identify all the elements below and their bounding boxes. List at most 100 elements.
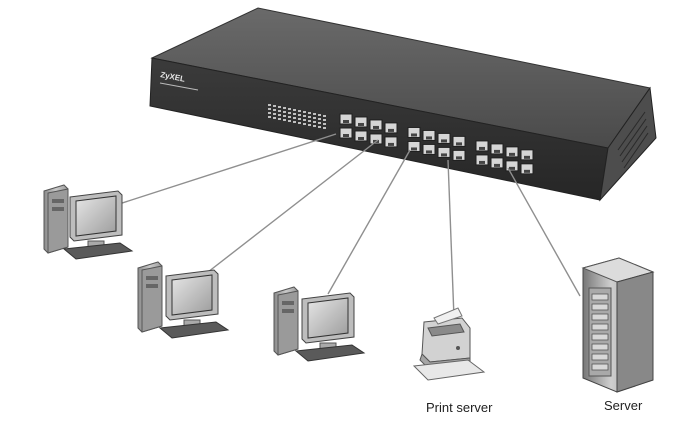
status-led	[293, 121, 296, 123]
cable-pc-3	[327, 149, 411, 295]
network-cables	[115, 133, 581, 319]
status-led	[283, 107, 286, 109]
drive-bay	[591, 313, 609, 321]
ethernet-port-latch	[524, 155, 530, 159]
drive-bay	[591, 353, 609, 361]
ethernet-port	[437, 146, 451, 158]
switch-port-panel	[339, 113, 534, 175]
drive-bay	[591, 293, 609, 301]
ethernet-port-latch	[494, 163, 500, 167]
ethernet-port	[407, 126, 421, 138]
status-led	[273, 109, 276, 111]
ethernet-port	[475, 154, 489, 166]
ethernet-port-latch	[494, 149, 500, 153]
status-led	[293, 109, 296, 111]
server-rack-icon	[581, 257, 655, 393]
status-led	[293, 113, 296, 115]
status-led	[303, 123, 306, 125]
status-led	[288, 120, 291, 122]
ethernet-port	[520, 149, 534, 161]
ethernet-port-latch	[411, 133, 417, 137]
drive-bay	[591, 333, 609, 341]
ethernet-port	[422, 143, 436, 155]
ethernet-port	[452, 149, 466, 161]
status-led	[323, 123, 326, 125]
ethernet-port	[505, 146, 519, 158]
ethernet-port	[475, 140, 489, 152]
status-led	[273, 105, 276, 107]
network-switch: ZyXEL	[149, 7, 657, 202]
status-led	[303, 115, 306, 117]
ethernet-port-latch	[373, 125, 379, 129]
server-drive-bays	[591, 293, 609, 371]
ethernet-port	[369, 133, 383, 145]
status-led	[318, 114, 321, 116]
ethernet-port	[384, 122, 398, 134]
status-led	[303, 119, 306, 121]
server-label: Server	[604, 398, 643, 413]
status-led	[313, 125, 316, 127]
status-led	[283, 111, 286, 113]
ethernet-port-latch	[456, 156, 462, 160]
status-led	[273, 117, 276, 119]
ethernet-port	[520, 163, 534, 175]
status-led	[278, 114, 281, 116]
switch-vents	[617, 111, 649, 169]
print-server-label: Print server	[426, 400, 493, 415]
status-led	[318, 118, 321, 120]
drive-bay	[591, 303, 609, 311]
status-led	[323, 127, 326, 129]
status-led	[303, 111, 306, 113]
ethernet-port-latch	[358, 122, 364, 126]
ethernet-port	[505, 160, 519, 172]
cable-pc-1	[115, 133, 337, 206]
ethernet-port	[437, 132, 451, 144]
status-led	[308, 124, 311, 126]
status-led	[323, 115, 326, 117]
ethernet-port-latch	[426, 136, 432, 140]
cable-print-server	[447, 159, 455, 319]
ethernet-port	[339, 113, 353, 125]
status-led	[268, 104, 271, 106]
ethernet-port	[490, 157, 504, 169]
ethernet-port	[354, 116, 368, 128]
status-led	[273, 113, 276, 115]
ethernet-port-latch	[509, 152, 515, 156]
status-led	[298, 118, 301, 120]
ethernet-port-latch	[456, 142, 462, 146]
status-led	[318, 126, 321, 128]
switch-led-panel	[268, 104, 326, 129]
status-led	[268, 108, 271, 110]
status-led	[318, 122, 321, 124]
ethernet-port	[339, 127, 353, 139]
ethernet-port	[490, 143, 504, 155]
printer-icon	[412, 307, 486, 381]
computer-icon	[137, 261, 230, 339]
workstation-3	[273, 286, 366, 362]
ethernet-port-latch	[479, 146, 485, 150]
ethernet-port-latch	[479, 160, 485, 164]
ethernet-port	[407, 140, 421, 152]
cable-server	[507, 167, 581, 297]
status-led	[308, 116, 311, 118]
ethernet-port	[384, 136, 398, 148]
status-led	[298, 122, 301, 124]
ethernet-port-latch	[441, 139, 447, 143]
status-led	[278, 106, 281, 108]
status-led	[278, 118, 281, 120]
status-led	[288, 112, 291, 114]
ethernet-port-latch	[343, 134, 349, 137]
status-led	[298, 114, 301, 116]
ethernet-port-latch	[509, 166, 515, 170]
status-led	[308, 120, 311, 122]
computer-icon	[273, 286, 366, 362]
ethernet-port-latch	[411, 147, 417, 151]
drive-bay	[591, 323, 609, 331]
status-led	[288, 108, 291, 110]
ethernet-port	[369, 119, 383, 131]
status-led	[298, 110, 301, 112]
status-led	[313, 117, 316, 119]
drive-bay	[591, 343, 609, 351]
status-led	[313, 113, 316, 115]
